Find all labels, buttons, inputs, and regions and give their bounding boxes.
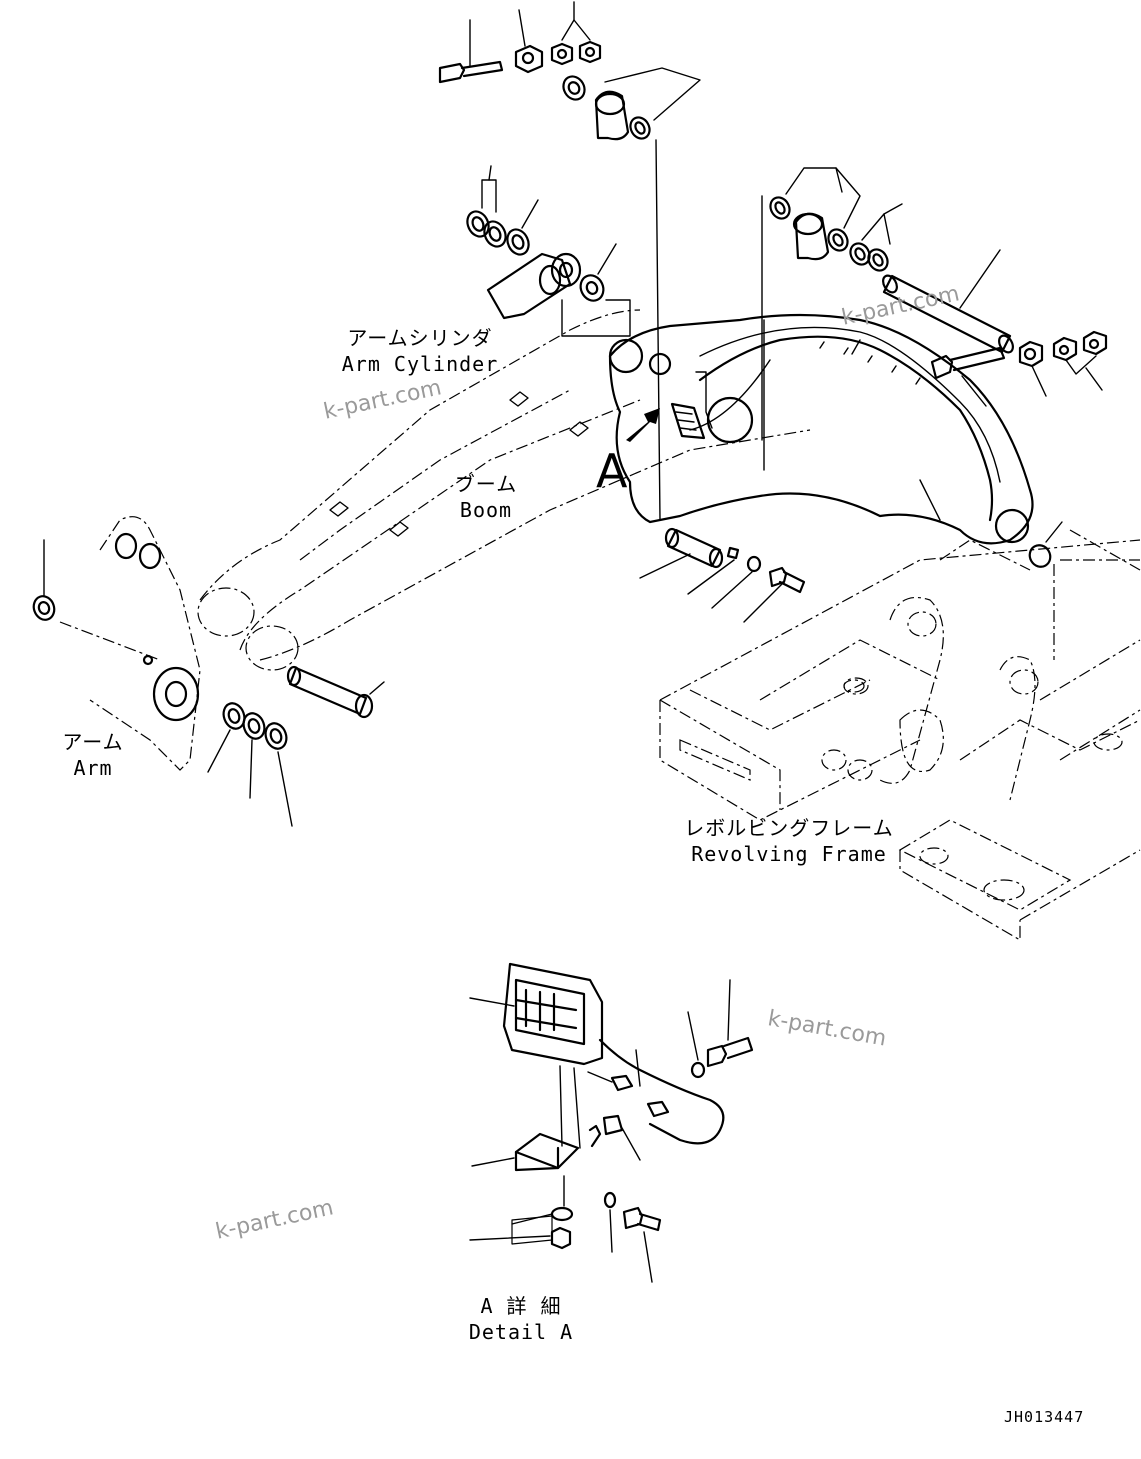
detail-a-label-jp: A 詳 細 — [480, 1294, 562, 1318]
top-bushing — [594, 67, 701, 141]
detail-a-bolt — [687, 979, 754, 1079]
detail-a-lamp — [469, 962, 604, 1066]
boom-harness — [695, 335, 994, 522]
arm-tip-washers — [207, 702, 293, 827]
detail-a-lower-hardware — [469, 1175, 662, 1283]
arm-outline — [197, 309, 811, 671]
boom-label-jp: ブーム — [454, 472, 518, 496]
detail-a-clip — [588, 1114, 641, 1161]
right-bushing — [769, 167, 861, 261]
work-lamp-mounted — [670, 402, 706, 440]
top-washer — [562, 75, 586, 101]
right-bolt — [930, 346, 1006, 407]
top-bolt — [438, 19, 504, 84]
detail-a-bracket — [471, 1065, 581, 1172]
arm-cylinder-label-en: Arm Cylinder — [341, 352, 499, 376]
boom — [608, 313, 1034, 545]
arm-label-en: Arm — [73, 756, 113, 780]
boom-label-en: Boom — [459, 498, 513, 522]
left-shim-stack — [466, 165, 539, 256]
arm-pin — [286, 665, 385, 719]
right-washers — [849, 203, 903, 272]
detail-a-harness — [587, 1038, 725, 1145]
top-nut — [514, 9, 544, 74]
revolving-frame-label-jp: レボルビングフレーム — [684, 816, 894, 840]
arm-label-jp: アーム — [62, 730, 124, 754]
arm-cylinder-rod-end — [486, 243, 631, 337]
revolving-frame — [659, 529, 1141, 942]
drawing-code: JH013447 — [1004, 1408, 1085, 1426]
detail-a-label-en: Detail A — [468, 1320, 574, 1344]
revolving-frame-label-en: Revolving Frame — [691, 842, 887, 866]
boom-foot-pin — [639, 139, 806, 623]
arm-cylinder-label-jp: アームシリンダ — [347, 326, 493, 350]
boom-foot-ring — [1028, 521, 1063, 660]
view-marker-a: A — [596, 444, 628, 498]
view-arrow-icon — [626, 408, 660, 442]
top-nut-pair — [550, 1, 602, 66]
arm-tip — [32, 516, 201, 771]
right-nuts — [1018, 330, 1108, 397]
